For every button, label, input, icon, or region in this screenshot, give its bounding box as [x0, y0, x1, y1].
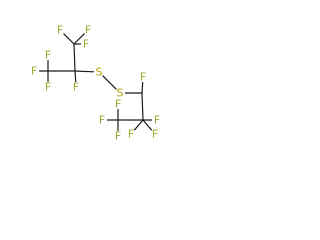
bond-lines: [38, 33, 153, 132]
fluorine-atom-label: F: [115, 130, 121, 143]
bond-c4-f8: [141, 81, 144, 94]
fluorine-atom-label: F: [57, 24, 63, 37]
fluorine-atom-label: F: [45, 81, 51, 94]
fluorine-atom-label: F: [45, 49, 51, 62]
fluorine-atom-label: F: [83, 38, 89, 51]
bond-c5-f11: [134, 119, 144, 131]
fluorine-atom-label: F: [140, 71, 146, 84]
fluorine-atom-label: F: [128, 128, 134, 141]
bond-c1-f1: [73, 33, 85, 45]
bond-c1-c2: [73, 43, 76, 72]
fluorine-atom-label: F: [73, 81, 79, 94]
bond-c2-f4: [74, 70, 77, 83]
bond-c4-c5: [141, 92, 144, 121]
fluorine-atom-label: F: [99, 114, 105, 127]
sulfur-atom-label: S: [96, 66, 103, 79]
bond-s1-s2: [102, 75, 117, 90]
sulfur-atom-label: S: [117, 87, 124, 100]
fluorine-atom-label: F: [115, 98, 121, 111]
bond-c2-s1: [74, 70, 95, 73]
fluorine-atom-label: F: [85, 24, 91, 37]
bond-c5-f10: [142, 119, 152, 131]
fluorine-atom-label: F: [31, 65, 37, 78]
bond-c1-f2: [63, 33, 75, 45]
fluorine-atom-label: F: [152, 128, 158, 141]
fluorine-atom-label: F: [154, 114, 160, 127]
